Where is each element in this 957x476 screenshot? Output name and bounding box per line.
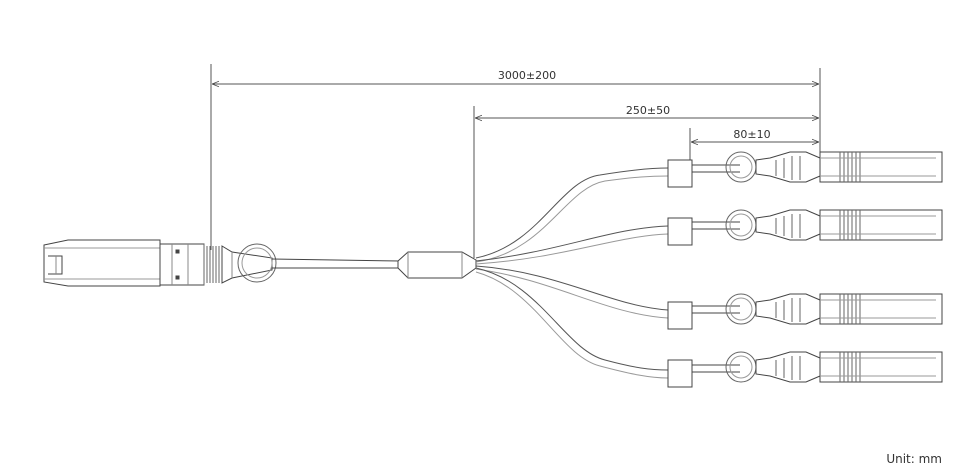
sfp-connector-1 xyxy=(667,151,943,188)
sfp-connector-3 xyxy=(667,293,943,330)
dimension-connector-label: 80±10 xyxy=(733,128,770,141)
splitter-boot xyxy=(397,251,477,279)
dimension-breakout-label: 250±50 xyxy=(626,104,670,117)
dimension-lines xyxy=(210,64,821,258)
qsfp-connector xyxy=(43,239,273,287)
breakout-cables xyxy=(475,167,669,379)
main-cable xyxy=(271,258,401,269)
sfp-connector-2 xyxy=(667,209,943,246)
pull-tab-loop xyxy=(237,243,277,283)
dimension-total-label: 3000±200 xyxy=(498,69,556,82)
unit-label: Unit: mm xyxy=(886,452,942,466)
sfp-connector-4 xyxy=(667,351,943,388)
